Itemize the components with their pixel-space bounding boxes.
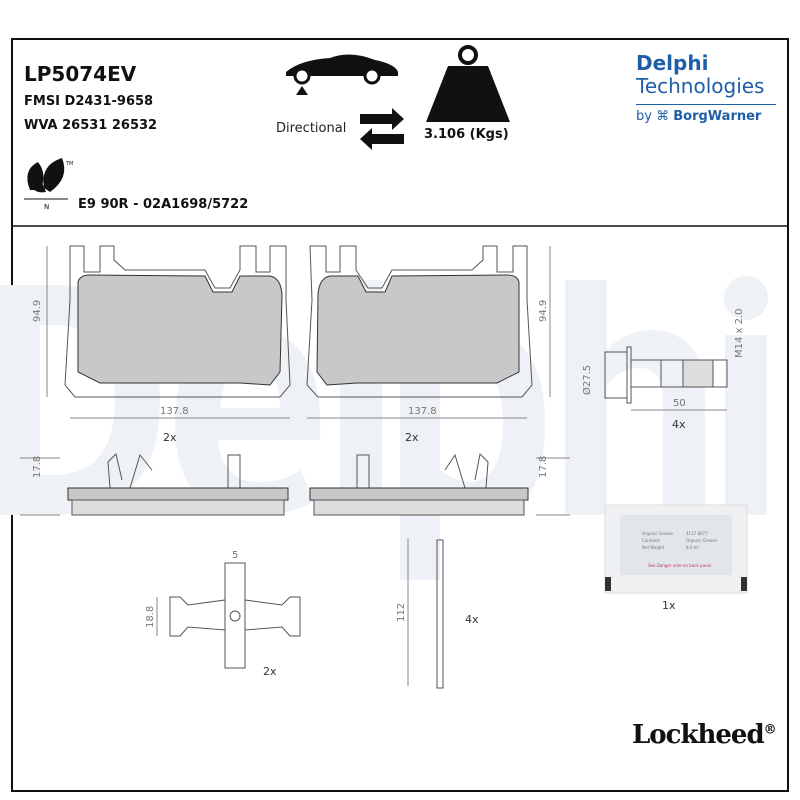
clip-qty: 2x bbox=[263, 665, 277, 678]
fmsi-number: FMSI D2431-9658 bbox=[24, 94, 154, 109]
footer-brand: Lockheed® bbox=[632, 720, 777, 750]
directional-label: Directional bbox=[276, 121, 347, 136]
pad-right-side bbox=[309, 452, 570, 516]
pad-left-thickness-dim: 17.8 bbox=[32, 456, 43, 478]
wva-number: WVA 26531 26532 bbox=[24, 118, 158, 133]
pad-right-width-dim: 137.8 bbox=[408, 406, 437, 417]
borgwarner-icon: ⌘ bbox=[656, 109, 670, 124]
pin-qty: 4x bbox=[465, 613, 479, 626]
pin-drawing bbox=[407, 538, 444, 689]
pad-right-height-dim: 94.9 bbox=[538, 300, 549, 322]
brand-line2: Technologies bbox=[636, 74, 765, 98]
pad-right-thickness-dim: 17.8 bbox=[538, 456, 549, 478]
clip-height-dim: 18.8 bbox=[145, 606, 156, 628]
eco-tm: TM bbox=[65, 161, 73, 167]
bolt-diameter-dim: Ø27.5 bbox=[581, 365, 593, 395]
grease-qty: 1x bbox=[662, 599, 676, 612]
brand-logo: Delphi Technologies by ⌘ BorgWarner bbox=[636, 52, 776, 124]
eco-letter: N bbox=[44, 203, 49, 211]
pad-left-height-dim: 94.9 bbox=[32, 300, 43, 322]
weight-value: 3.106 (Kgs) bbox=[424, 127, 509, 142]
pad-left-side bbox=[20, 453, 289, 516]
brand-line1: Delphi bbox=[636, 51, 709, 75]
part-number: LP5074EV bbox=[24, 62, 137, 86]
grease-label-3: Net Weight bbox=[642, 545, 665, 550]
clip-width-dim: 5 bbox=[232, 550, 238, 561]
grease-value-2: Organic Grease bbox=[686, 538, 717, 543]
pin-length-dim: 112 bbox=[396, 603, 407, 622]
pad-left-qty: 2x bbox=[163, 431, 177, 444]
brand-partner: BorgWarner bbox=[673, 109, 762, 124]
grease-label-2: Contents bbox=[642, 538, 660, 543]
weight-icon bbox=[426, 45, 510, 122]
bolt-qty: 4x bbox=[672, 418, 686, 431]
registered-mark: ® bbox=[763, 722, 777, 738]
approval-number: E9 90R - 02A1698/5722 bbox=[78, 197, 249, 212]
grease-value-3: 8.0 ml bbox=[686, 545, 699, 550]
grease-label-1: Organic Grease bbox=[642, 531, 673, 536]
pad-left-width-dim: 137.8 bbox=[160, 406, 189, 417]
pad-right-qty: 2x bbox=[405, 431, 419, 444]
bolt-drawing bbox=[604, 346, 728, 411]
pad-left-front bbox=[46, 245, 291, 419]
clip-drawing bbox=[156, 562, 301, 669]
lockheed-logo: Lockheed bbox=[632, 720, 765, 750]
car-icon bbox=[286, 54, 398, 95]
grease-packet bbox=[604, 504, 748, 594]
grease-value-1: 4117 8077 bbox=[686, 531, 708, 536]
eco-leaf-icon: N TM bbox=[24, 158, 73, 211]
bolt-length-dim: 50 bbox=[673, 398, 686, 409]
brand-by: by bbox=[636, 109, 652, 124]
grease-note: See Danger note on back panel bbox=[648, 563, 711, 568]
pad-right-front bbox=[306, 245, 551, 419]
directional-arrows-icon bbox=[360, 108, 404, 150]
bolt-thread-dim: M14 x 2.0 bbox=[734, 308, 745, 358]
